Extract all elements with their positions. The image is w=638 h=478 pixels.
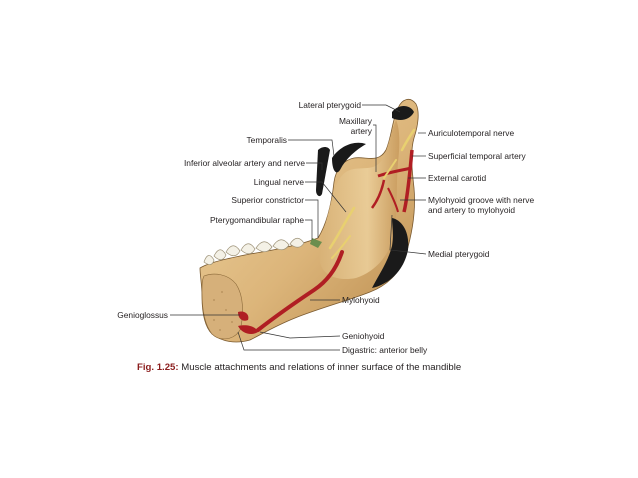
label-medial-pterygoid: Medial pterygoid: [428, 249, 490, 259]
leader-lines: [170, 104, 427, 351]
inferior-alveolar-artery-vessel: [370, 179, 386, 209]
temporalis-attachment: [332, 142, 366, 173]
inferior-alveolar-nerve-trace: [383, 159, 397, 179]
label-temporalis: Temporalis: [247, 135, 288, 145]
digastric-fossa: [238, 325, 258, 334]
lateral-pterygoid-attachment: [392, 106, 414, 120]
label-mylohyoid: Mylohyoid: [342, 295, 380, 305]
temporalis-strip: [316, 147, 330, 197]
label-auriculotemporal: Auriculotemporal nerve: [428, 128, 514, 138]
caption-number: Fig. 1.25:: [137, 362, 179, 373]
label-external-carotid: External carotid: [428, 173, 487, 183]
label-lingual-nerve: Lingual nerve: [254, 177, 305, 187]
caption-text: Muscle attachments and relations of inne…: [179, 362, 462, 373]
label-lateral-pterygoid: Lateral pterygoid: [299, 100, 362, 110]
lingual-nerve-trace: [328, 206, 356, 250]
label-inferior-alveolar: Inferior alveolar artery and nerve: [184, 158, 305, 168]
label-superior-constrictor: Superior constrictor: [231, 195, 304, 205]
label-geniohyoid: Geniohyoid: [342, 331, 385, 341]
maxillary-artery-vessel: [377, 166, 413, 178]
ramus-inner-surface: [319, 120, 400, 280]
symphysis-texture: [213, 291, 233, 331]
label-digastric: Digastric: anterior belly: [342, 345, 428, 355]
mandible-bone: [199, 98, 419, 343]
external-carotid-vessel: [402, 149, 414, 213]
superior-constrictor-attachment: [310, 238, 322, 248]
label-genioglossus: Genioglossus: [117, 310, 168, 320]
label-superficial-temporal: Superficial temporal artery: [428, 151, 527, 161]
teeth: [203, 237, 305, 265]
medial-pterygoid-attachment: [372, 218, 409, 288]
label-pterygomandibular-raphe: Pterygomandibular raphe: [210, 215, 304, 225]
auriculotemporal-nerve-trace: [400, 128, 416, 152]
mylohyoid-artery-vessel: [387, 187, 399, 213]
mylohyoid-line: [256, 250, 344, 332]
figure-caption: Fig. 1.25: Muscle attachments and relati…: [137, 362, 461, 373]
geniohyoid-attachment: [238, 311, 249, 321]
mylohyoid-nerve-trace: [331, 235, 351, 259]
